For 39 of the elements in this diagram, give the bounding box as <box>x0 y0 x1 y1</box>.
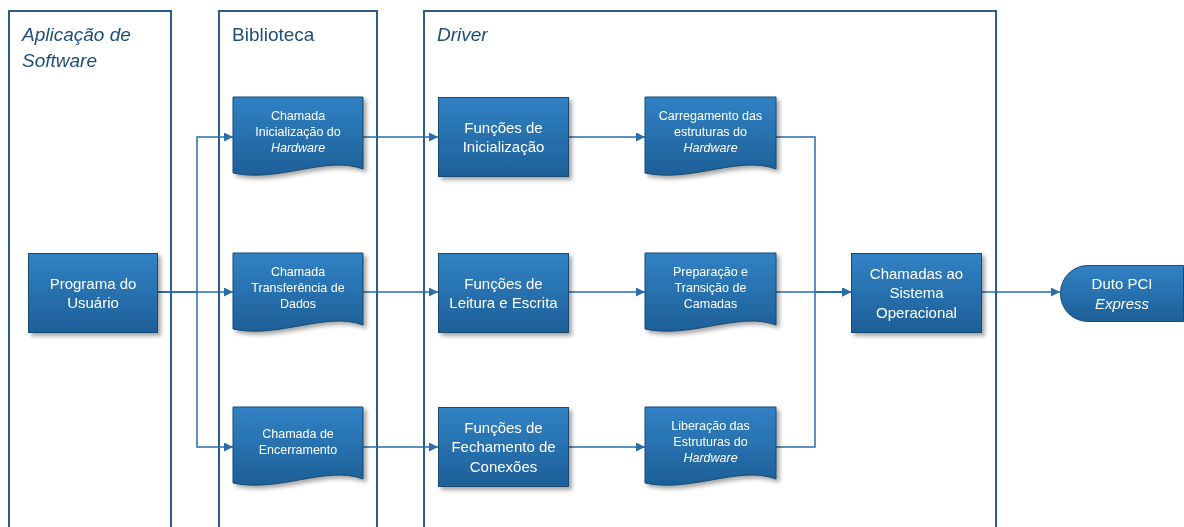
arrow <box>362 442 439 452</box>
arrow <box>157 291 234 452</box>
node-text: Chamada de Encerramento <box>257 425 339 459</box>
arrow <box>568 132 646 142</box>
arrow <box>775 287 852 448</box>
column-panel <box>218 10 378 527</box>
node-text: Funções de Fechamento de Conexões <box>450 417 557 477</box>
panel-heading: Aplicação de Software <box>22 23 132 73</box>
node-text: Funções de Inicialização <box>461 117 546 157</box>
node-text: Preparação e Transição de Camadas <box>671 263 750 314</box>
node-text: Programa do Usuário <box>48 273 138 313</box>
process-box <box>438 253 569 333</box>
terminal-shape <box>1060 265 1184 322</box>
document-shape <box>233 253 363 335</box>
node-text: Funções de Leitura e Escrita <box>448 273 559 313</box>
node-text: Chamada Inicialização do Hardware <box>254 107 342 158</box>
process-box <box>438 97 569 177</box>
arrow <box>981 287 1061 297</box>
document-shape <box>645 253 776 335</box>
arrow <box>362 132 439 142</box>
document-shape <box>233 407 363 489</box>
node-text: Chamada Transferência de Dados <box>250 263 346 314</box>
process-box <box>28 253 158 333</box>
arrow <box>568 442 646 452</box>
panel-heading: Biblioteca <box>232 23 316 47</box>
panel-heading: Driver <box>437 23 489 47</box>
node-text: Duto PCI Express <box>1090 274 1154 313</box>
document-shape <box>645 407 776 489</box>
arrow <box>362 287 439 297</box>
node-text: Chamadas ao Sistema Operacional <box>868 263 965 323</box>
document-shape <box>645 97 776 179</box>
column-panel <box>8 10 172 527</box>
arrow <box>568 287 646 297</box>
document-shape <box>233 97 363 179</box>
node-text: Carregamento das estruturas do Hardware <box>657 107 764 158</box>
process-box <box>851 253 982 333</box>
process-box <box>438 407 569 487</box>
node-text: Liberação das Estruturas do Hardware <box>670 417 751 468</box>
column-panel <box>423 10 997 527</box>
